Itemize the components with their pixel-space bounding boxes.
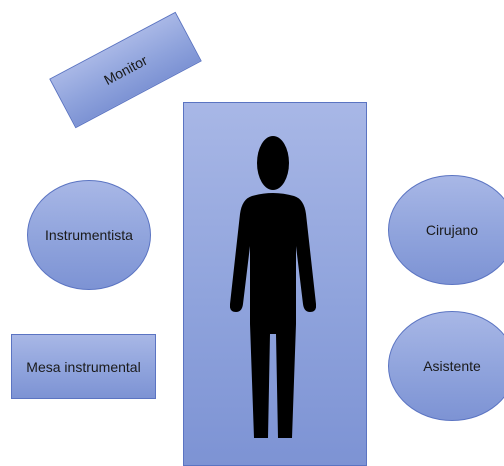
mesa-instrumental-label: Mesa instrumental — [26, 358, 141, 375]
instrumentista-circle: Instrumentista — [27, 180, 151, 290]
monitor-label: Monitor — [101, 51, 150, 89]
cirujano-label: Cirujano — [425, 222, 479, 238]
asistente-label: Asistente — [423, 358, 481, 374]
asistente-circle: Asistente — [388, 311, 504, 421]
mesa-instrumental-box: Mesa instrumental — [11, 334, 156, 399]
instrumentista-label: Instrumentista — [45, 227, 133, 243]
person-silhouette-icon — [230, 136, 316, 438]
cirujano-circle: Cirujano — [388, 175, 504, 285]
monitor-box: Monitor — [49, 11, 202, 129]
